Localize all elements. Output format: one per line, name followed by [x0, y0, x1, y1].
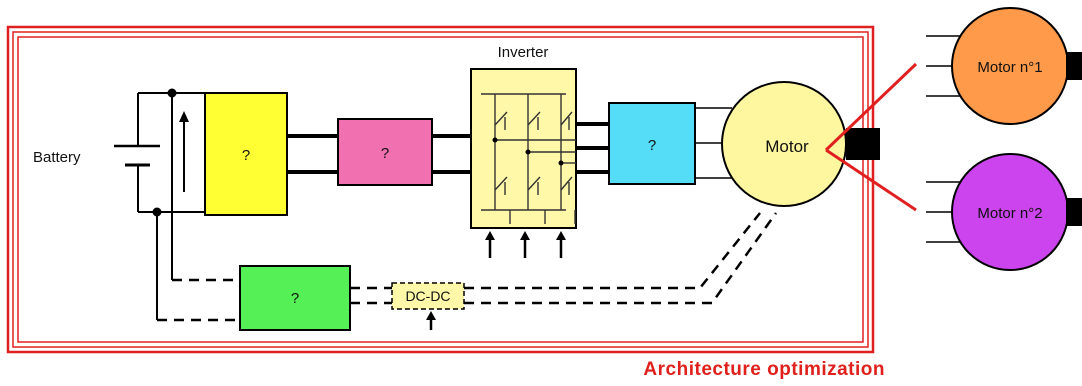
junction-bottom	[152, 207, 162, 217]
current-arrow-icon	[179, 111, 189, 122]
green-block[interactable]	[239, 265, 351, 331]
green-block-label: ?	[291, 290, 299, 307]
system-boundary-frame	[6, 25, 875, 354]
inverter-title: Inverter	[498, 44, 549, 61]
dc-bus-2	[432, 134, 471, 174]
gate-arrow-icons	[485, 231, 566, 240]
motor1-leads	[926, 35, 965, 97]
battery-bus	[156, 92, 205, 320]
caption: Architecture optimization	[643, 359, 885, 380]
cyan-block[interactable]	[608, 102, 696, 185]
battery-label: Battery	[33, 149, 81, 166]
pink-block-label: ?	[381, 145, 389, 162]
yellow-block[interactable]	[204, 92, 288, 216]
dcdc-control-arrow-icon	[426, 311, 436, 320]
pink-block[interactable]	[337, 118, 433, 186]
motor2-shaft	[1066, 198, 1082, 226]
dcdc-label: DC-DC	[405, 288, 450, 304]
dashed-control-lines	[157, 212, 778, 322]
motor-split-lines	[824, 62, 918, 212]
inverter-gate-arrows	[488, 238, 563, 258]
dc-bus-1	[287, 134, 338, 174]
ac-bus-2	[695, 107, 732, 179]
motor1-shaft	[1066, 52, 1082, 80]
cyan-block-label: ?	[648, 137, 656, 154]
motor-shaft	[846, 128, 880, 160]
motor2-label: Motor n°2	[977, 205, 1042, 222]
ac-bus-1	[576, 122, 609, 174]
motor1-label: Motor n°1	[977, 59, 1042, 76]
junction-top	[167, 88, 177, 98]
yellow-block-label: ?	[242, 147, 250, 164]
inverter-switch-nodes	[492, 137, 564, 166]
dcdc-block[interactable]	[391, 282, 465, 310]
battery-symbol	[114, 92, 172, 213]
inverter-block[interactable]	[470, 68, 577, 229]
motor2-leads	[926, 181, 965, 243]
motor-label: Motor	[765, 137, 809, 156]
